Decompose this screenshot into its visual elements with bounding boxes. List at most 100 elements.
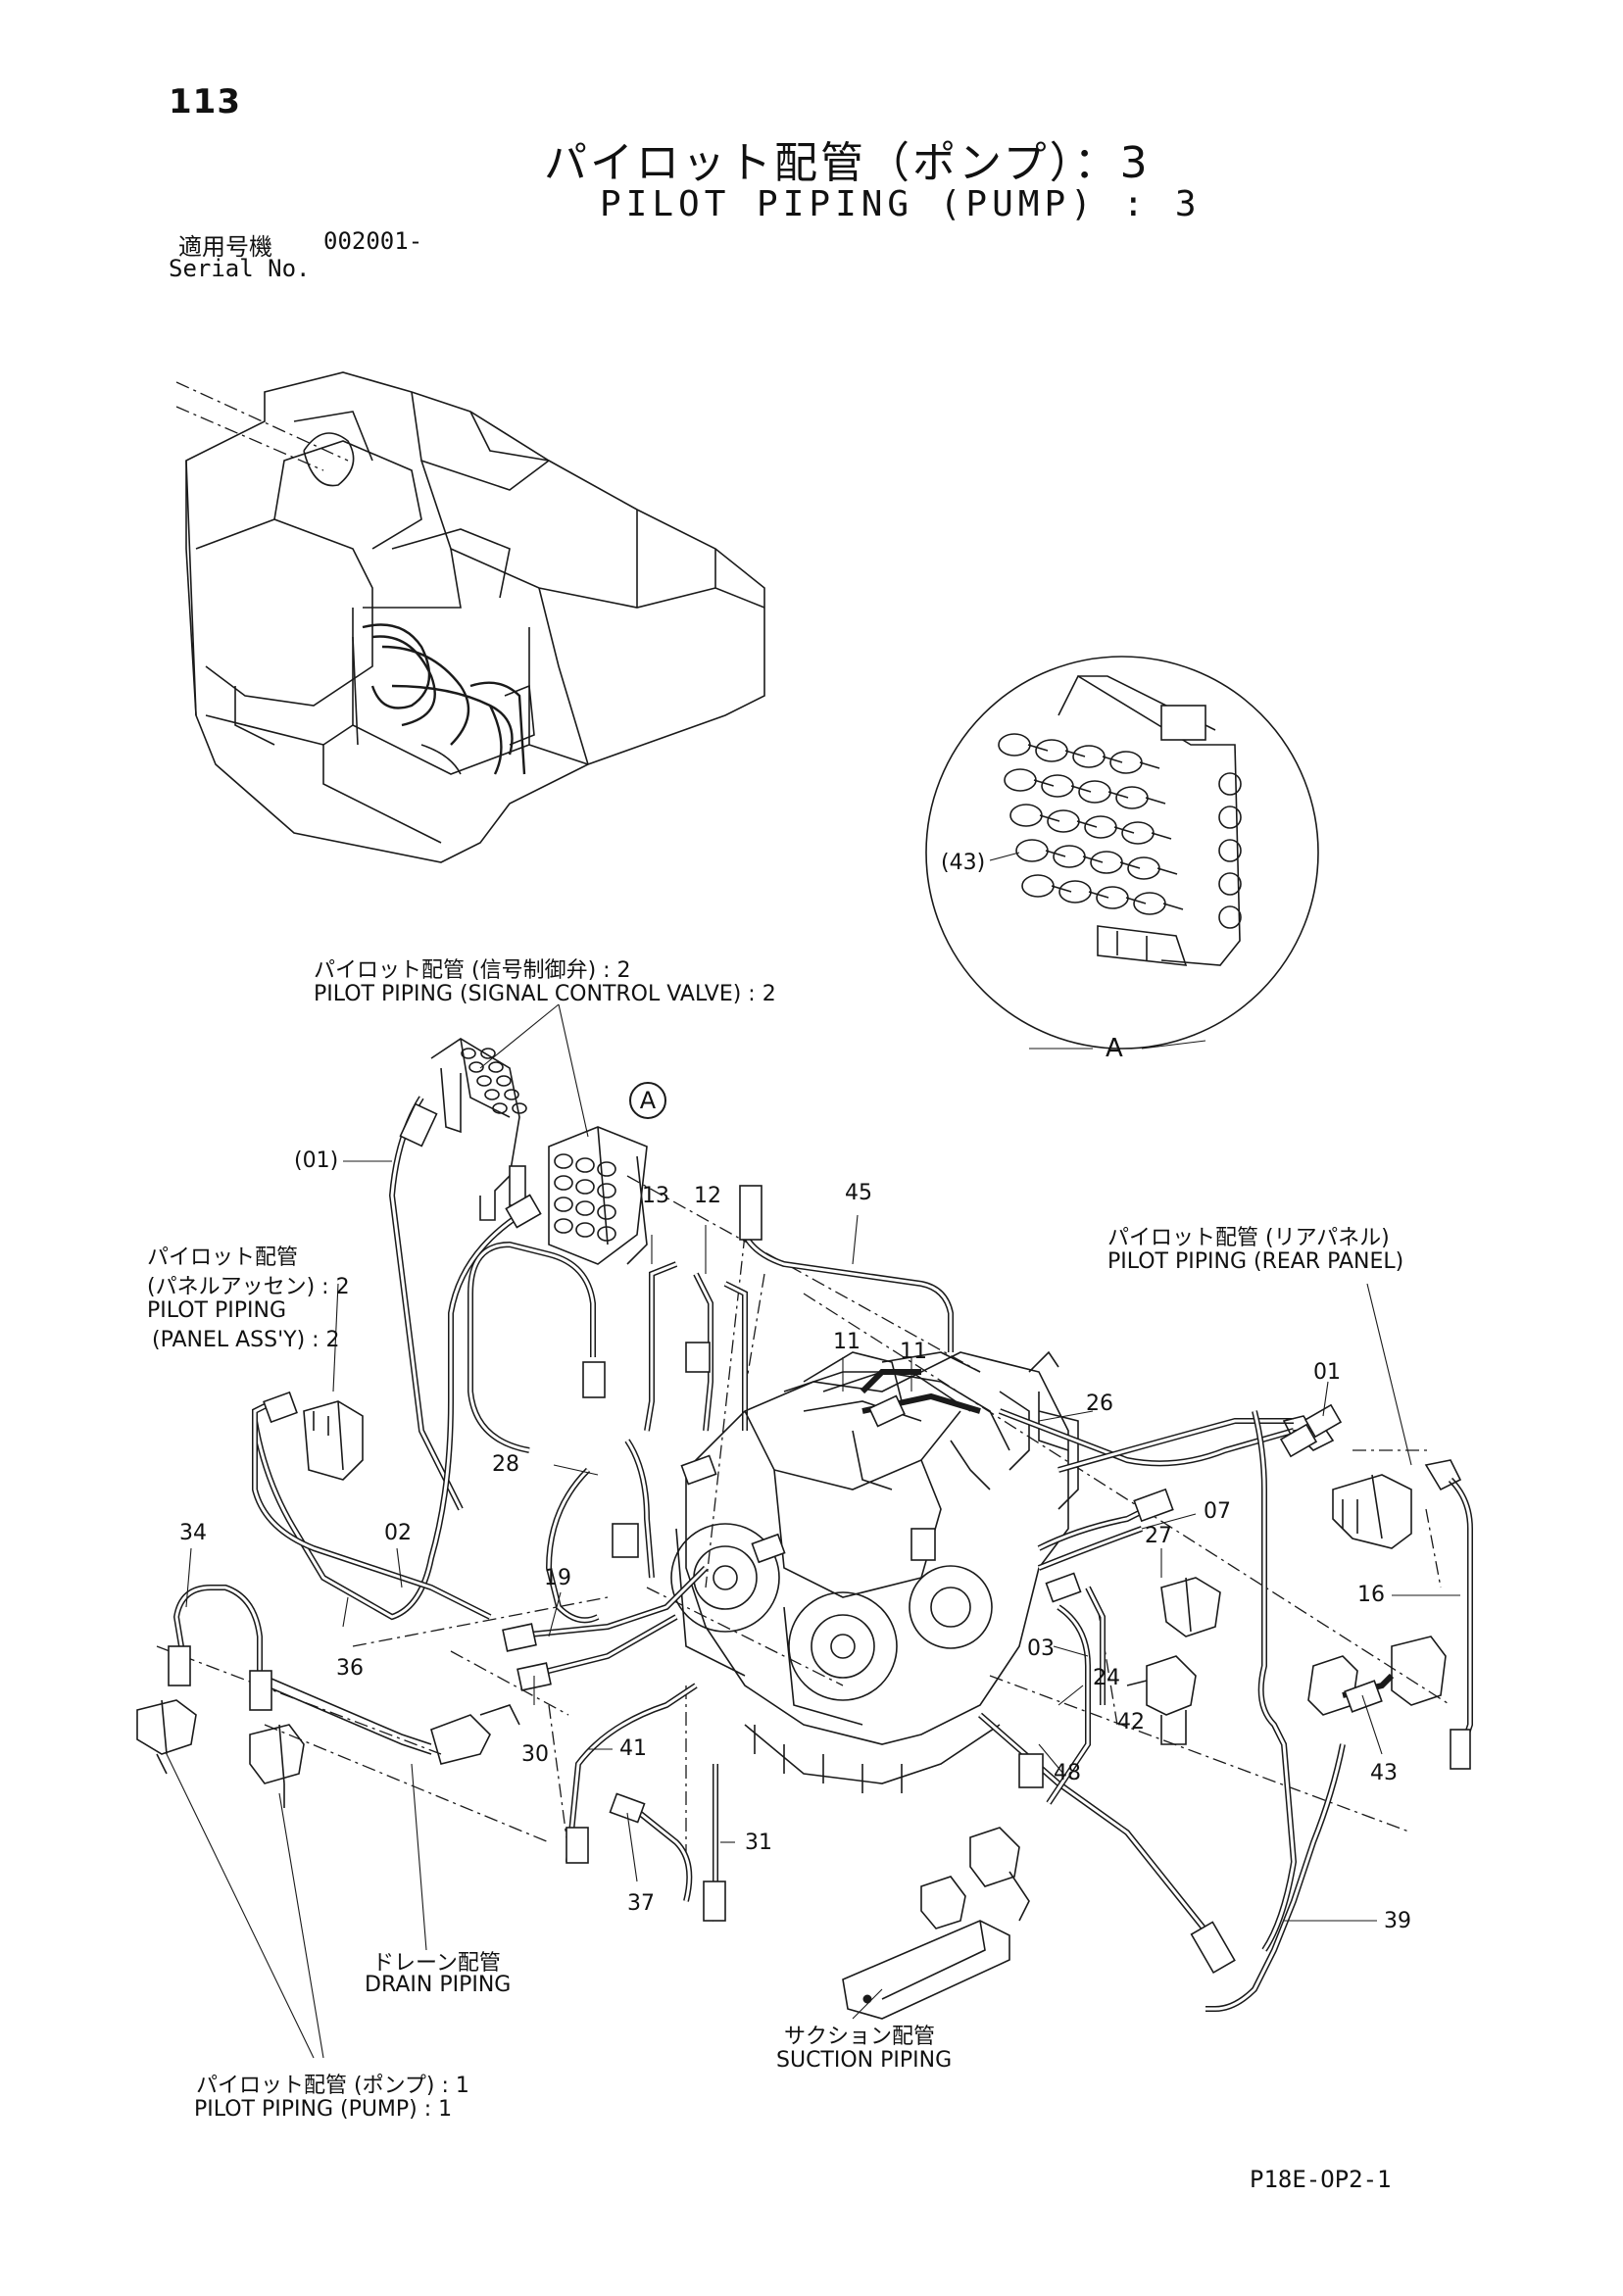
detail-view-label: A — [1106, 1034, 1123, 1063]
port-circle — [1218, 806, 1242, 829]
callout-drain-en: DRAIN PIPING — [365, 1973, 512, 1997]
part-number-label: 12 — [694, 1184, 721, 1208]
part-number-label: 16 — [1357, 1583, 1385, 1607]
part-number-label: 48 — [1054, 1761, 1081, 1785]
fitting-nut — [575, 1179, 595, 1195]
part-number-label: 43 — [1370, 1761, 1398, 1785]
part-number-label: 27 — [1145, 1524, 1172, 1548]
fitting-nut — [1096, 886, 1129, 909]
port-circle — [1218, 905, 1242, 929]
fitting-nut — [461, 1048, 476, 1059]
fitting-nut — [1072, 745, 1106, 768]
callout-suction-en: SUCTION PIPING — [776, 2048, 953, 2073]
serial-number-value: 002001- — [323, 227, 423, 255]
document-code: P18E-OP2-1 — [1250, 2166, 1392, 2193]
part-number-label: 28 — [492, 1452, 519, 1477]
fitting-nut — [597, 1161, 616, 1177]
machine-overview-illustration — [175, 371, 765, 863]
port-circle — [1218, 872, 1242, 896]
part-number-label: 11 — [900, 1340, 927, 1364]
title-english: PILOT PIPING (PUMP) : 3 — [600, 184, 1202, 224]
part-number-label: 24 — [1093, 1666, 1120, 1690]
fitting-nut — [575, 1222, 595, 1238]
fitting-nut — [554, 1218, 573, 1234]
fitting-nut — [496, 1075, 512, 1087]
fitting-nut — [1009, 804, 1043, 827]
part-number-label: 45 — [845, 1181, 872, 1205]
fitting-nut — [1084, 815, 1117, 839]
part-number-label: 41 — [619, 1736, 647, 1761]
fitting-nut — [575, 1200, 595, 1216]
part-number-label: 42 — [1117, 1710, 1145, 1734]
fitting-nut — [1015, 839, 1049, 862]
fitting-nut — [554, 1175, 573, 1191]
detail-part-label: (43) — [941, 851, 986, 875]
fitting-nut — [1133, 892, 1166, 915]
port-circle — [1218, 772, 1242, 796]
part-number-label: (01) — [294, 1148, 339, 1173]
part-number-label: 07 — [1204, 1499, 1231, 1524]
fitting-nut — [492, 1102, 508, 1114]
fitting-nut — [1115, 786, 1149, 809]
callout-suction-jp: サクション配管 — [784, 2025, 936, 2049]
fitting-nut — [1041, 774, 1074, 798]
fitting-nut — [1004, 768, 1037, 792]
fitting-nut — [575, 1157, 595, 1173]
detail-marker-circle: A — [629, 1082, 666, 1119]
page-number: 113 — [169, 82, 241, 122]
detail-view-a — [925, 656, 1319, 1050]
part-number-label: 01 — [1313, 1360, 1341, 1385]
part-number-label: 36 — [336, 1656, 364, 1681]
part-number-label: 11 — [833, 1330, 861, 1354]
fitting-nut — [1121, 821, 1155, 845]
fitting-nut — [504, 1089, 519, 1100]
part-number-label: 39 — [1384, 1909, 1411, 1933]
callout-panel-jp-1: パイロット配管 — [147, 1246, 299, 1270]
fitting-nut — [597, 1183, 616, 1198]
part-number-label: 13 — [642, 1184, 669, 1208]
fitting-nut — [488, 1061, 504, 1073]
fitting-nut — [1058, 880, 1092, 904]
fitting-nut — [597, 1204, 616, 1220]
fitting-nut — [1078, 780, 1111, 804]
serial-label-japanese: 適用号機 — [178, 233, 272, 261]
title-japanese: パイロット配管（ポンプ）：3 — [544, 138, 1151, 188]
fitting-nut — [1127, 856, 1160, 880]
fitting-nut — [468, 1061, 484, 1073]
fitting-nut — [998, 733, 1031, 757]
callout-signal-valve-en: PILOT PIPING (SIGNAL CONTROL VALVE) : 2 — [314, 982, 776, 1006]
main-assembly-illustration — [136, 1038, 1473, 2020]
fitting-nut — [1109, 751, 1143, 774]
fitting-nut — [512, 1102, 527, 1114]
serial-label-english: Serial No. — [169, 255, 311, 282]
fitting-nut — [1021, 874, 1055, 898]
leader-lines — [166, 1003, 1460, 2059]
callout-signal-valve-jp: パイロット配管 (信号制御弁) : 2 — [314, 958, 631, 983]
fitting-nut — [1047, 809, 1080, 833]
fitting-nut — [484, 1089, 500, 1100]
callout-drain-jp: ドレーン配管 — [372, 1951, 501, 1976]
part-number-label: 34 — [179, 1521, 207, 1545]
fitting-nut — [554, 1153, 573, 1169]
part-number-label: 31 — [745, 1831, 772, 1855]
callout-rear-panel-en: PILOT PIPING (REAR PANEL) — [1107, 1249, 1404, 1274]
part-number-label: 37 — [627, 1891, 655, 1916]
fitting-nut — [554, 1197, 573, 1212]
callout-panel-jp-2: (パネルアッセン) : 2 — [147, 1275, 350, 1299]
port-circle — [1218, 839, 1242, 862]
callout-pump-jp: パイロット配管 (ポンプ) : 1 — [196, 2074, 469, 2098]
part-number-label: 26 — [1086, 1392, 1113, 1416]
callout-pump-en: PILOT PIPING (PUMP) : 1 — [194, 2097, 453, 2122]
part-number-label: 02 — [384, 1521, 412, 1545]
part-number-label: 30 — [521, 1742, 549, 1767]
fitting-nut — [1035, 739, 1068, 762]
fitting-nut — [1090, 851, 1123, 874]
part-number-label: 03 — [1027, 1637, 1055, 1661]
callout-panel-en-2: (PANEL ASS'Y) : 2 — [152, 1328, 340, 1352]
fitting-nut — [597, 1226, 616, 1242]
fitting-nut — [1053, 845, 1086, 868]
fitting-nut — [476, 1075, 492, 1087]
callout-rear-panel-jp: パイロット配管 (リアパネル) — [1107, 1226, 1390, 1250]
callout-panel-en-1: PILOT PIPING — [147, 1298, 286, 1323]
